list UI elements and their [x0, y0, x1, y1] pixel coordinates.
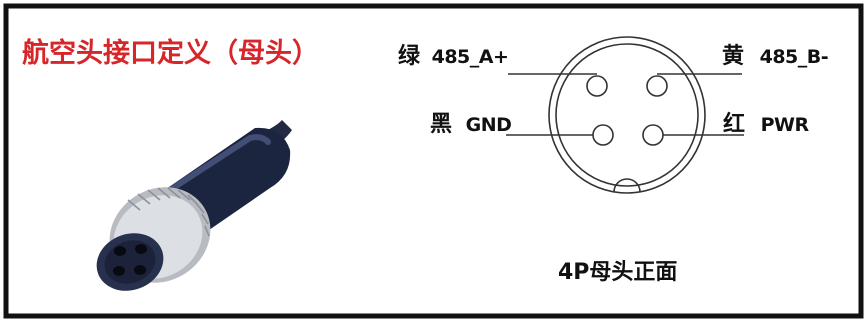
pin-signal-label: PWR — [760, 114, 810, 136]
pin-top-left — [586, 75, 608, 97]
pin-signal-label: GND — [465, 114, 512, 136]
pin-color-label: 红 — [723, 112, 746, 137]
socket-hole — [113, 266, 125, 276]
pin-signal-label: 485_B- — [759, 46, 829, 68]
pin-color-label: 绿 — [398, 44, 421, 69]
key-notch — [613, 178, 641, 193]
connector-photo — [96, 120, 292, 291]
diagram-title: 航空头接口定义（母头） — [22, 38, 319, 69]
pin-top-right — [646, 75, 668, 97]
pin-label-bottom-right: 红 PWR — [723, 114, 809, 136]
diagram-caption: 4P母头正面 — [558, 260, 678, 285]
pin-bottom-right — [642, 124, 664, 146]
pin-label-bottom-left: 黑 GND — [430, 112, 512, 137]
pin-color-label: 黑 — [430, 112, 453, 137]
pin-label-top-right: 黄 485_B- — [722, 44, 829, 69]
connector-outline — [548, 36, 706, 194]
pin-label-top-left: 绿 485_A+ — [398, 44, 509, 69]
socket-hole — [135, 244, 147, 254]
socket-hole — [134, 265, 146, 275]
pin-color-label: 黄 — [722, 44, 745, 69]
pin-bottom-left — [592, 124, 614, 146]
outer-border — [3, 3, 864, 319]
connector-inner-ring — [555, 43, 699, 187]
connector-face — [96, 233, 164, 291]
pin-signal-label: 485_A+ — [431, 46, 509, 68]
pinout-diagram — [506, 36, 744, 194]
socket-hole — [114, 246, 126, 256]
